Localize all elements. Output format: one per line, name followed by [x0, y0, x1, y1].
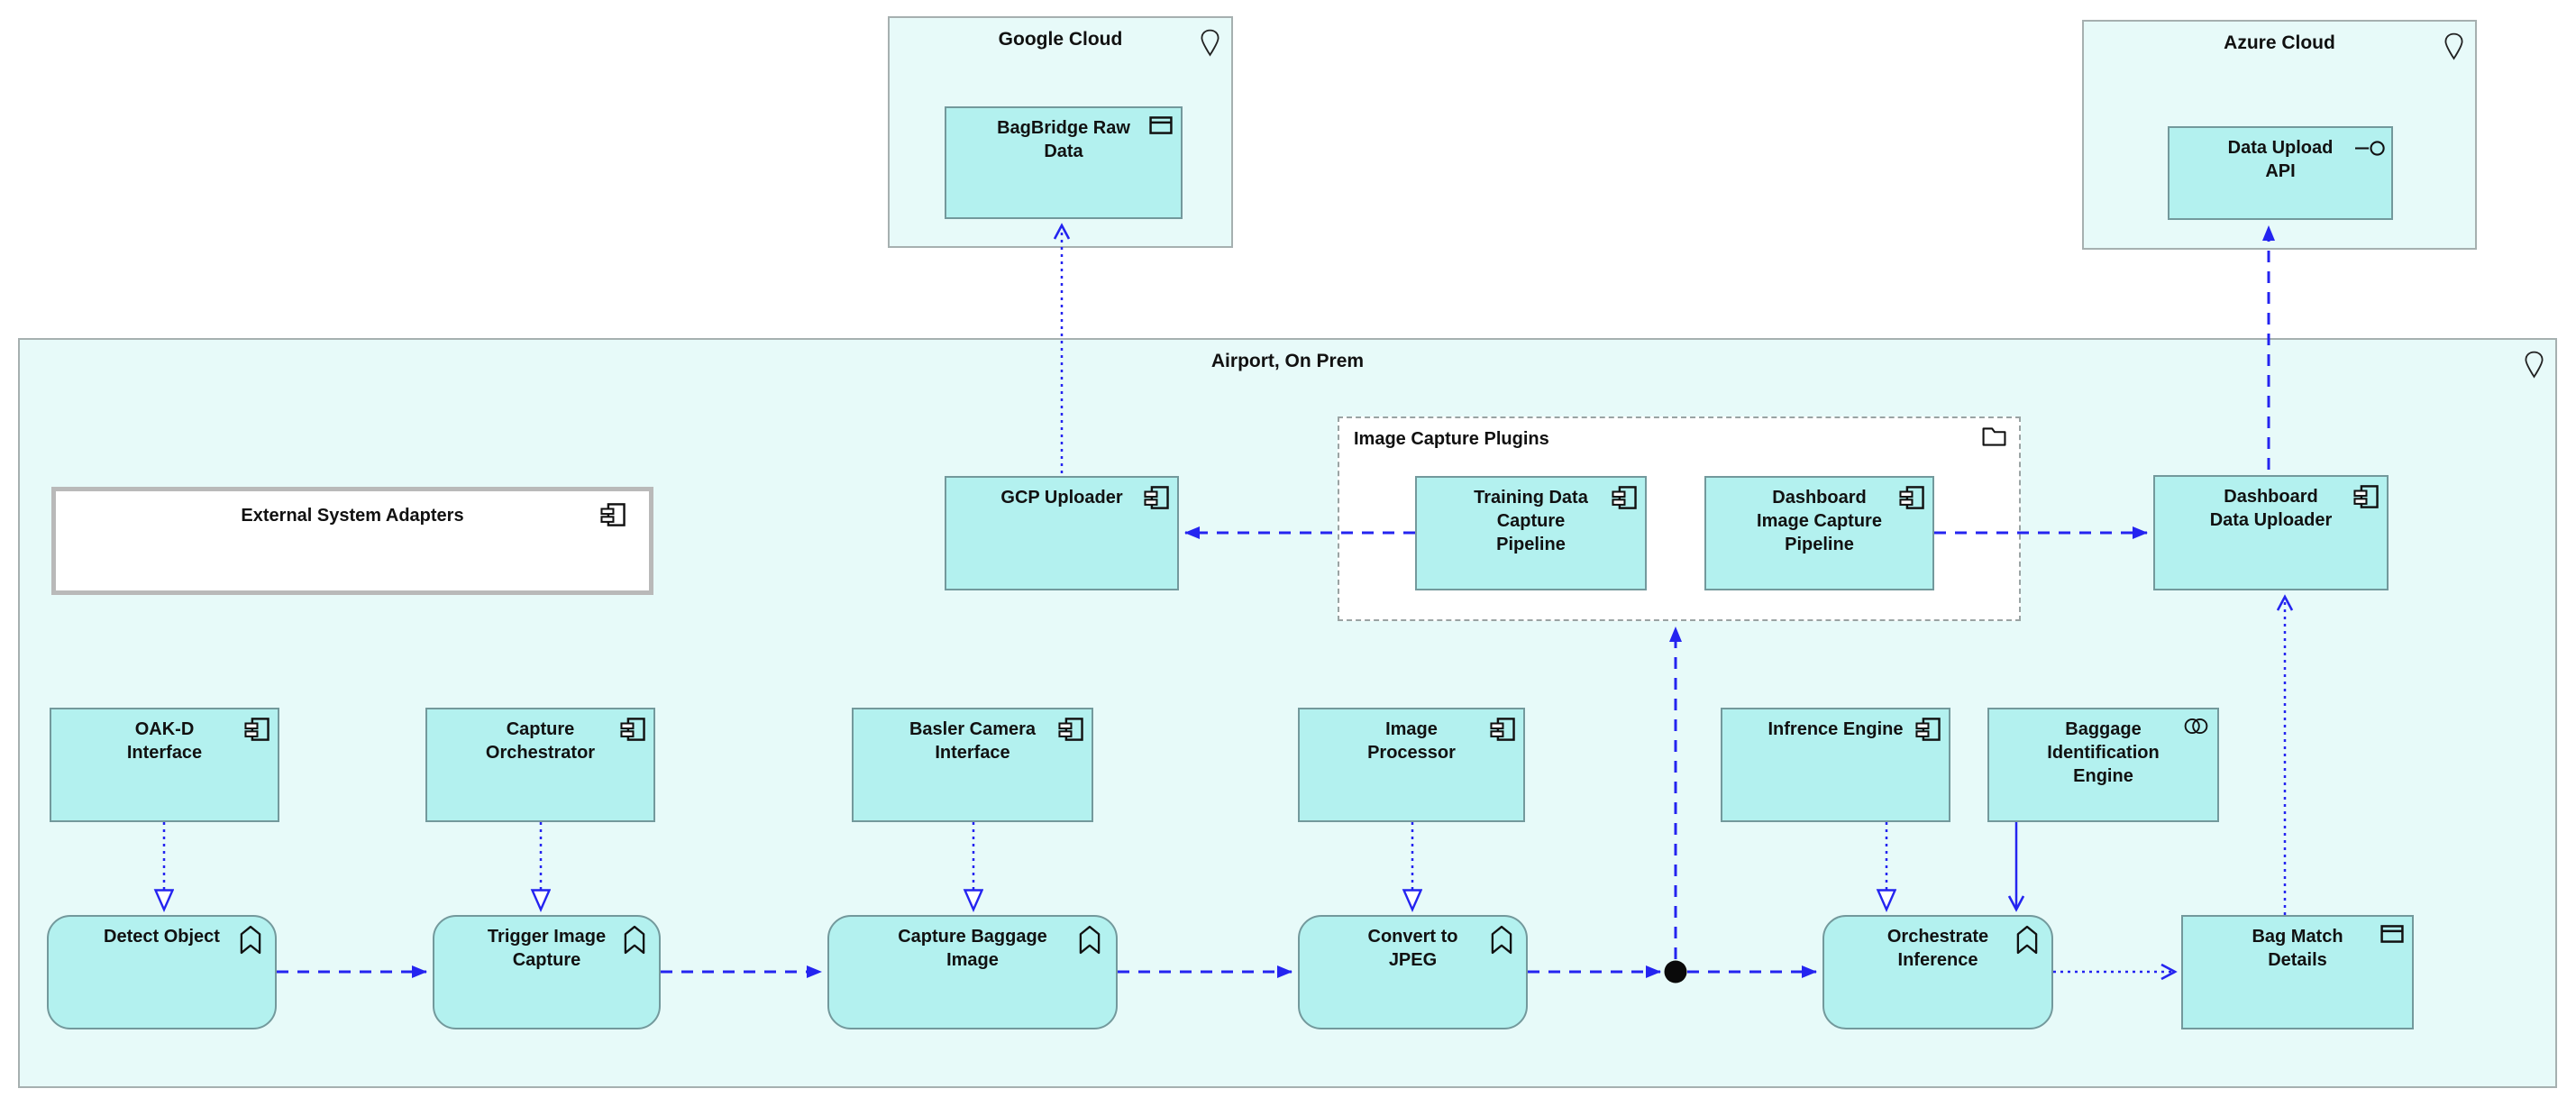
component-icon — [1144, 486, 1169, 509]
node-label: Trigger Image Capture — [487, 927, 607, 970]
location-pin-icon — [2444, 32, 2464, 60]
node-basler-camera-interface[interactable]: Basler Camera Interface — [852, 708, 1093, 822]
function-icon — [1490, 925, 1513, 955]
node-label: Infrence Engine — [1768, 719, 1904, 739]
node-label: Data Upload API — [2227, 138, 2334, 181]
data-object-icon — [2380, 925, 2404, 943]
function-icon — [623, 925, 646, 955]
component-icon — [1058, 718, 1083, 741]
component-icon — [1899, 486, 1924, 509]
location-pin-icon — [2524, 351, 2544, 379]
node-label: Convert to JPEG — [1367, 927, 1458, 970]
container-title: Google Cloud — [998, 29, 1123, 50]
node-gcp-uploader[interactable]: GCP Uploader — [945, 476, 1179, 590]
node-convert-to-jpeg[interactable]: Convert to JPEG — [1298, 915, 1528, 1029]
container-title: Azure Cloud — [2224, 32, 2335, 53]
component-icon — [1490, 718, 1515, 741]
node-training-data-capture-pipeline[interactable]: Training Data Capture Pipeline — [1415, 476, 1647, 590]
node-label: Basler Camera Interface — [909, 719, 1037, 763]
node-label: Detect Object — [104, 927, 220, 947]
interface-lollipop-icon — [2355, 141, 2386, 156]
node-capture-baggage-image[interactable]: Capture Baggage Image — [827, 915, 1118, 1029]
node-label: BagBridge Raw Data — [997, 118, 1130, 161]
container-external-system-adapters[interactable]: External System Adapters — [51, 487, 653, 595]
node-label: GCP Uploader — [1000, 488, 1123, 508]
node-trigger-image-capture[interactable]: Trigger Image Capture — [433, 915, 661, 1029]
node-bag-match-details[interactable]: Bag Match Details — [2181, 915, 2414, 1029]
node-orchestrate-inference[interactable]: Orchestrate Inference — [1822, 915, 2053, 1029]
node-label: Capture Orchestrator — [485, 719, 596, 763]
function-icon — [2015, 925, 2039, 955]
component-icon — [1915, 718, 1941, 741]
component-icon — [600, 503, 626, 526]
node-image-processor[interactable]: Image Processor — [1298, 708, 1525, 822]
node-label: Dashboard Data Uploader — [2209, 487, 2333, 530]
node-detect-object[interactable]: Detect Object — [47, 915, 277, 1029]
container-title: Airport, On Prem — [1210, 351, 1365, 371]
container-title: Image Capture Plugins — [1354, 429, 1549, 449]
node-oakd-interface[interactable]: OAK-D Interface — [50, 708, 279, 822]
node-dashboard-image-capture-pipeline[interactable]: Dashboard Image Capture Pipeline — [1704, 476, 1934, 590]
node-infrence-engine[interactable]: Infrence Engine — [1721, 708, 1950, 822]
component-icon — [620, 718, 645, 741]
node-label: Image Processor — [1367, 719, 1456, 763]
function-icon — [1078, 925, 1101, 955]
node-dashboard-data-uploader[interactable]: Dashboard Data Uploader — [2153, 475, 2389, 590]
node-baggage-identification-engine[interactable]: Baggage Identification Engine — [1987, 708, 2219, 822]
data-object-icon — [1149, 116, 1173, 134]
container-title: External System Adapters — [241, 506, 464, 526]
node-label: Orchestrate Inference — [1886, 927, 1989, 970]
node-label: Dashboard Image Capture Pipeline — [1757, 488, 1882, 554]
collaboration-icon — [2183, 718, 2209, 735]
node-label: Baggage Identification Engine — [2047, 719, 2160, 786]
folder-icon — [1982, 427, 2006, 446]
node-label: Training Data Capture Pipeline — [1474, 488, 1588, 554]
node-bagbridge-raw-data[interactable]: BagBridge Raw Data — [945, 106, 1183, 219]
node-label: Capture Baggage Image — [898, 927, 1047, 970]
function-icon — [239, 925, 262, 955]
node-capture-orchestrator[interactable]: Capture Orchestrator — [425, 708, 655, 822]
component-icon — [2353, 485, 2379, 508]
node-data-upload-api[interactable]: Data Upload API — [2168, 126, 2393, 220]
component-icon — [244, 718, 269, 741]
node-label: OAK-D Interface — [126, 719, 203, 763]
component-icon — [1612, 486, 1637, 509]
location-pin-icon — [1200, 29, 1220, 57]
node-label: Bag Match Details — [2252, 927, 2343, 970]
